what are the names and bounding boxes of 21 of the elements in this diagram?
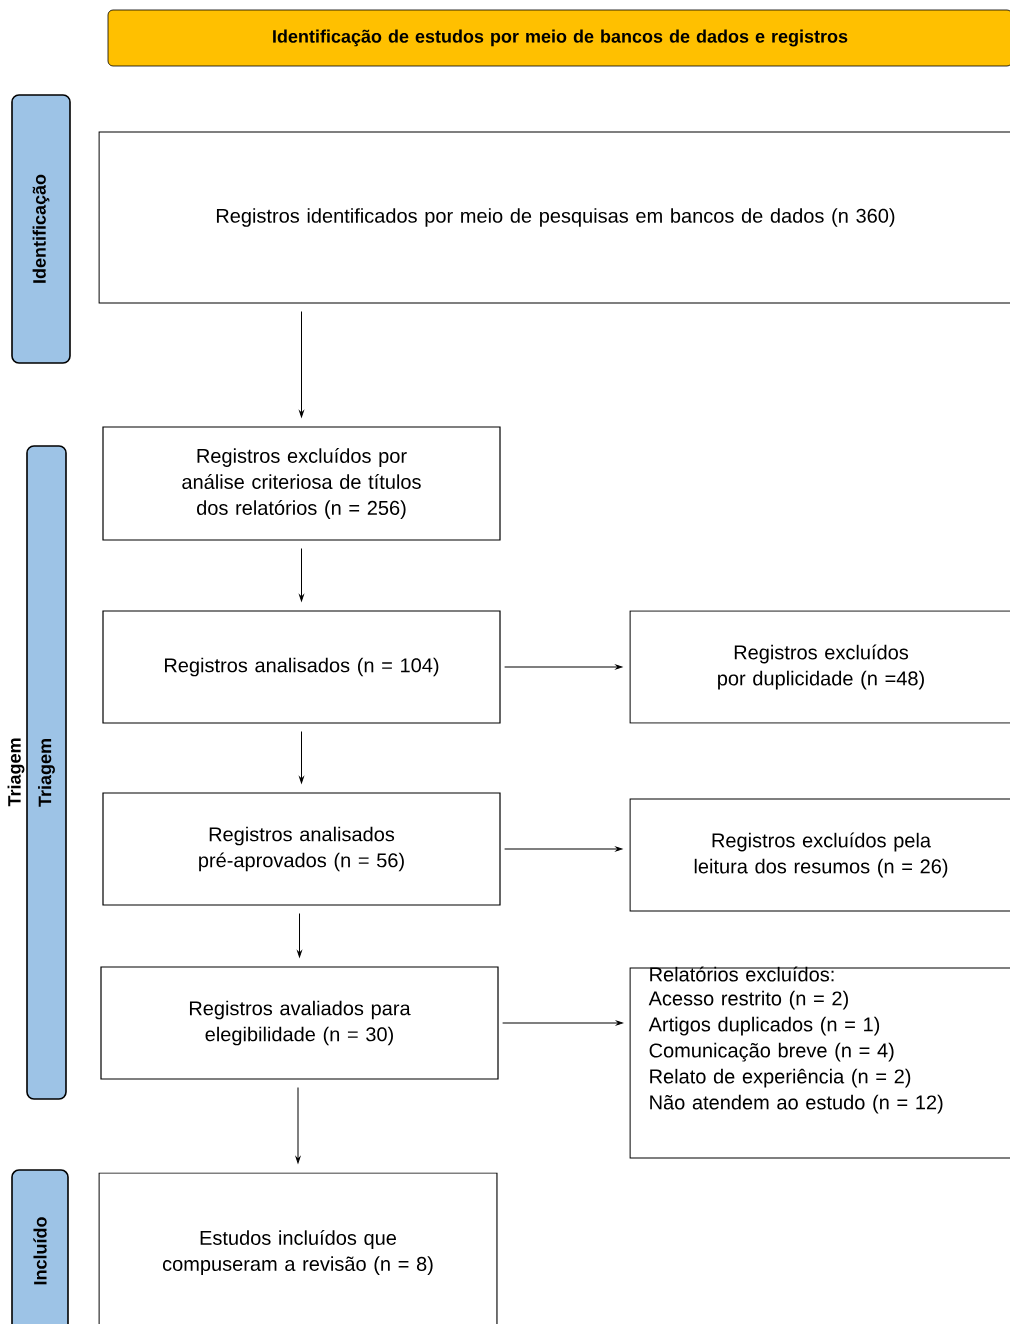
arrow <box>295 1087 301 1164</box>
arrow <box>297 913 302 958</box>
arrow <box>504 846 623 852</box>
title-banner: Identificação de estudos por meio de bancos de dados e registros <box>107 9 1010 67</box>
stage-band: Incluído <box>11 1169 69 1324</box>
process-box: Registros identificados por meio de pesquisas em bancos de dados (n 360) <box>98 131 1010 304</box>
process-box: Registros excluídos por análise criteriosa de títulos dos relatórios (n = 256) <box>102 426 501 541</box>
stage-band: Identificação <box>11 94 71 364</box>
exclusion-box: Relatórios excluídos: Acesso restrito (n = 2) Artigos duplicados (n = 1) Comunicação breve (n = 4) Relato de experiência (n = 2) Não atendem ao estudo (n = 12) <box>629 966 1010 1159</box>
arrow <box>299 311 304 418</box>
process-box: Registros analisados (n = 104) <box>102 610 501 724</box>
arrow <box>502 1020 623 1026</box>
arrow <box>299 548 304 602</box>
process-box: Estudos incluídos que compuseram a revisão (n = 8) <box>98 1172 498 1324</box>
process-box: Registros avaliados para elegibilidade (n = 30) <box>100 966 499 1080</box>
arrow <box>504 664 623 670</box>
stage-band: Triagem <box>26 445 67 1100</box>
process-box: Registros excluídos por duplicidade (n =48) <box>629 610 1010 724</box>
process-box: Registros excluídos pela leitura dos resumos (n = 26) <box>629 798 1010 912</box>
process-box: Registros analisados pré-aprovados (n = 56) <box>102 792 501 906</box>
arrow <box>299 731 304 784</box>
